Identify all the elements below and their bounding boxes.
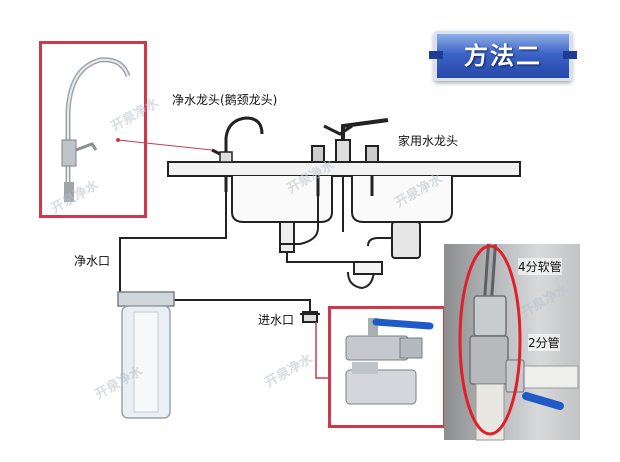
label-purified-outlet: 净水口 xyxy=(74,252,110,269)
label-household-faucet: 家用水龙头 xyxy=(398,132,458,149)
banner-title: 方法二 xyxy=(437,34,569,78)
method-banner: 方法二 xyxy=(434,31,572,81)
label-water-inlet: 进水口 xyxy=(258,311,294,328)
label-purified-faucet: 净水龙头(鹅颈龙头) xyxy=(172,91,277,108)
label-hose-4fen: 4分软管 xyxy=(518,258,562,275)
label-pipe-2fen: 2分管 xyxy=(528,334,560,351)
